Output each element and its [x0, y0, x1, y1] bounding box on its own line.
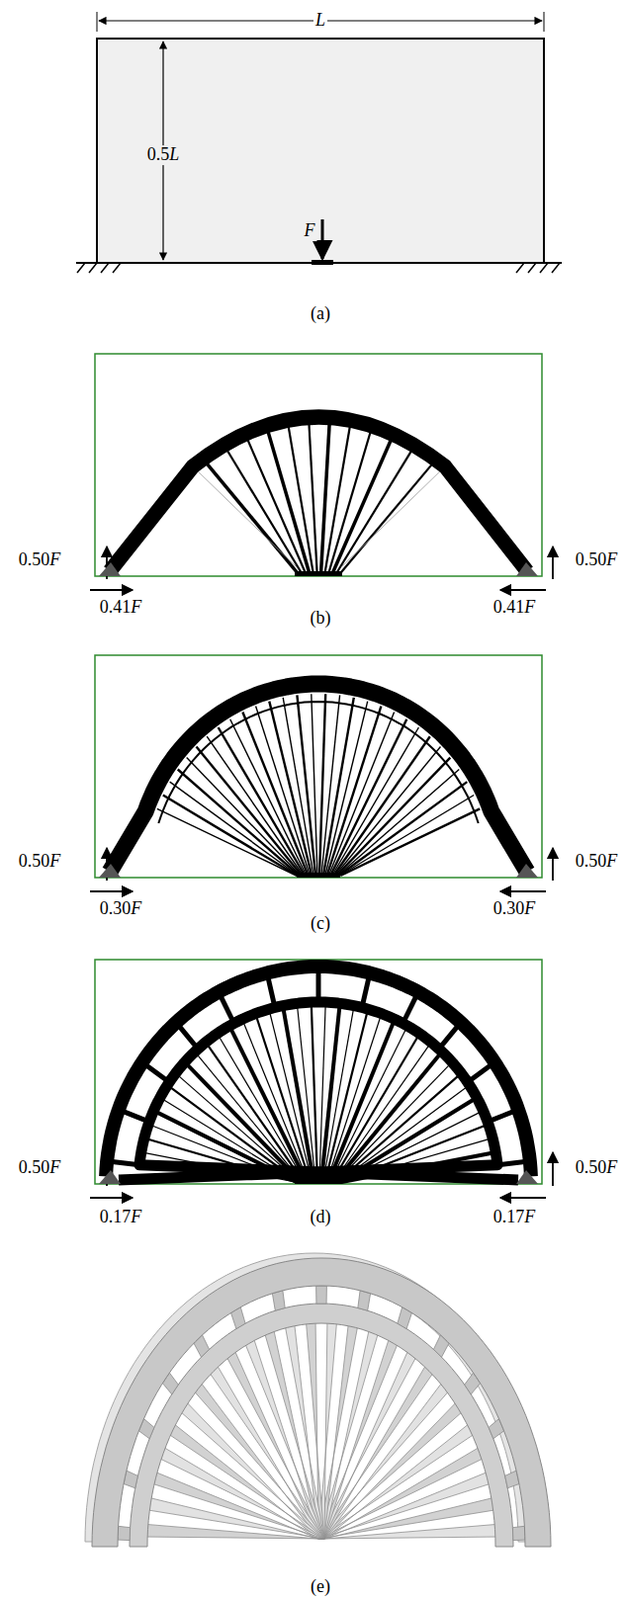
- tension-spoke: [170, 782, 299, 877]
- label: L: [313, 10, 328, 31]
- tension-spoke: [308, 417, 318, 575]
- tension-spoke: [202, 458, 299, 575]
- tension-spoke: [328, 713, 394, 878]
- label: 0.50F: [16, 550, 64, 571]
- rendered-spoke: [133, 1523, 325, 1540]
- outer-arch: [105, 967, 532, 1177]
- tension-spoke: [324, 420, 352, 575]
- compression-arch: [109, 684, 528, 873]
- tension-spoke: [340, 808, 480, 877]
- support-node: [98, 864, 121, 879]
- load-hub: [294, 571, 343, 577]
- support-node: [98, 1170, 121, 1185]
- tension-spoke: [178, 770, 300, 878]
- rendered-rib: [512, 1526, 526, 1541]
- support-node: [98, 562, 121, 577]
- tension-spoke: [336, 446, 416, 575]
- rendered-spoke: [261, 1317, 325, 1540]
- domain-frame: [94, 655, 542, 879]
- tension-spoke: [319, 694, 326, 877]
- label: 0.17F: [491, 1208, 538, 1229]
- rendered-rib: [357, 1291, 371, 1312]
- tension-spoke: [266, 426, 310, 575]
- label: 0.17F: [97, 1208, 145, 1229]
- support-node: [516, 1170, 538, 1185]
- load-arrow: [321, 219, 325, 260]
- label: F: [302, 221, 318, 242]
- label: (e): [308, 1578, 333, 1599]
- domain-frame: [94, 354, 542, 577]
- tension-spoke: [330, 1030, 406, 1183]
- optimized-structures: [85, 417, 551, 1548]
- label: 0.50F: [16, 852, 64, 873]
- support-node: [516, 562, 538, 577]
- label: 0.30F: [491, 899, 538, 920]
- rendered-rib: [271, 1291, 285, 1312]
- tension-spoke: [283, 1010, 315, 1183]
- label: 0.41F: [97, 598, 145, 619]
- thin-member: [192, 466, 297, 568]
- label: (c): [308, 914, 333, 935]
- label: (a): [308, 304, 333, 325]
- reaction-arrows: [89, 546, 553, 1199]
- rendered-rib: [117, 1526, 131, 1541]
- dimension-tick: [543, 11, 545, 32]
- tension-spoke: [242, 713, 308, 878]
- label: (b): [308, 609, 334, 629]
- label: 0.30F: [97, 899, 145, 920]
- support-node: [516, 864, 538, 879]
- tension-spoke: [323, 698, 355, 877]
- rendered-spoke: [318, 1496, 508, 1540]
- tension-spoke: [319, 1006, 326, 1183]
- rendered-spoke: [318, 1468, 503, 1540]
- tension-spoke: [327, 707, 382, 878]
- load-plate: [311, 260, 334, 266]
- tension-spoke: [163, 796, 298, 878]
- dimension-tick: [96, 11, 98, 32]
- tension-spoke: [333, 1046, 430, 1183]
- rendered-arch: [91, 1258, 551, 1548]
- compression-arch: [109, 417, 528, 572]
- tension-spoke: [339, 459, 436, 575]
- tension-spoke: [335, 747, 442, 878]
- label: 0.50F: [573, 852, 621, 873]
- label: 0.5L: [145, 145, 182, 166]
- tension-spoke: [325, 702, 368, 877]
- load-hub: [294, 1178, 343, 1185]
- tension-spoke: [332, 435, 394, 576]
- rendered-rib: [316, 1286, 328, 1305]
- tension-spoke: [196, 747, 303, 878]
- load-hub: [296, 873, 341, 879]
- label: 0.50F: [573, 550, 621, 571]
- tension-spoke: [339, 782, 468, 877]
- tension-spoke: [230, 719, 307, 877]
- tension-spoke: [336, 758, 450, 877]
- tension-spoke: [186, 758, 301, 877]
- tension-spoke: [328, 1023, 393, 1183]
- label: 0.41F: [491, 598, 538, 619]
- label: 0.50F: [573, 1159, 621, 1179]
- label: (d): [308, 1208, 334, 1229]
- label: 0.50F: [16, 1159, 64, 1179]
- tension-spoke: [157, 808, 297, 877]
- domain-frame: [94, 960, 542, 1185]
- tension-spoke: [339, 796, 474, 878]
- design-domain: [96, 38, 544, 264]
- thin-member: [341, 466, 446, 568]
